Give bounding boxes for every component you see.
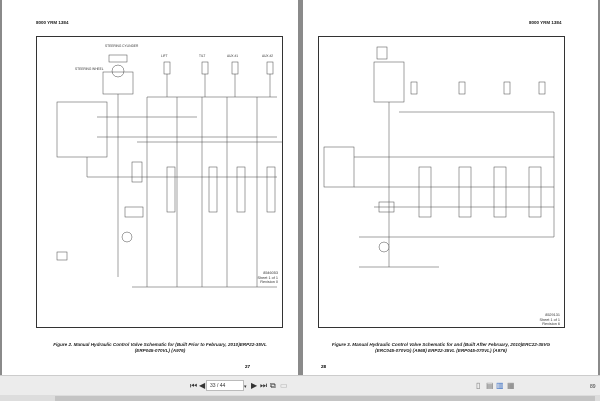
document-code: 8000 YRM 1384 bbox=[36, 20, 69, 25]
next-page-icon[interactable]: ▶ bbox=[251, 381, 258, 390]
label-lift: LIFT bbox=[161, 54, 168, 58]
label-aux2: AUX #2 bbox=[262, 54, 273, 58]
two-page-continuous-view-icon[interactable]: ▦ bbox=[507, 381, 515, 390]
label-aux1: AUX #1 bbox=[227, 54, 238, 58]
hydraulic-schematic-diagram bbox=[323, 46, 555, 268]
sheet-info: 8529131 Sheet 1 of 1 Revision 6 bbox=[539, 313, 560, 327]
zoom-level[interactable]: 89 bbox=[590, 384, 596, 390]
schematic-frame: STEERING CYLINDER STEERING WHEEL LIFT TI… bbox=[36, 36, 283, 328]
last-page-icon[interactable]: ⏭ bbox=[260, 381, 268, 390]
document-code: 8000 YRM 1384 bbox=[529, 20, 562, 25]
page-number: 28 bbox=[321, 364, 327, 369]
continuous-view-icon[interactable]: ▤ bbox=[486, 381, 494, 390]
single-page-view-icon[interactable]: ▯ bbox=[476, 381, 481, 390]
figure-caption: Figure 3. Manual Hydraulic Control Valve… bbox=[331, 342, 551, 353]
label-steering-wheel: STEERING WHEEL bbox=[75, 67, 104, 71]
label-steering-cylinder: STEERING CYLINDER bbox=[105, 44, 139, 48]
figure-caption: Figure 2. Manual Hydraulic Control Valve… bbox=[53, 342, 267, 353]
pdf-page-27: 8000 YRM 1384 STEERING CYLINDER STEERING… bbox=[2, 0, 298, 375]
first-page-icon[interactable]: ⏮ bbox=[190, 381, 198, 390]
page-number: 27 bbox=[245, 364, 251, 369]
pdf-page-28: 8000 YRM 1384 8529131 Sheet 1 of 1 Revis… bbox=[303, 0, 598, 375]
page-dropdown-icon[interactable]: ▾ bbox=[244, 384, 247, 390]
sheet-info: 8546053 Sheet 1 of 1 Revision 0 bbox=[257, 271, 278, 285]
label-tilt: TILT bbox=[199, 54, 205, 58]
page-number-input[interactable]: 33 / 44 bbox=[206, 380, 244, 391]
scrollbar-thumb[interactable] bbox=[55, 396, 595, 401]
schematic-frame: 8529131 Sheet 1 of 1 Revision 6 bbox=[318, 36, 565, 328]
hydraulic-schematic-diagram: STEERING CYLINDER STEERING WHEEL LIFT TI… bbox=[56, 44, 282, 288]
fit-icon[interactable]: ▭ bbox=[280, 381, 288, 390]
two-page-view-icon[interactable]: ▥ bbox=[496, 381, 504, 390]
rotate-icon[interactable]: ⧉ bbox=[270, 381, 276, 390]
pdf-toolbar: ⏮ ◀ 33 / 44 ▾ ▶ ⏭ ⧉ ▭ ▯ ▤ ▥ ▦ 89 bbox=[0, 375, 600, 395]
prev-page-icon[interactable]: ◀ bbox=[199, 381, 206, 390]
